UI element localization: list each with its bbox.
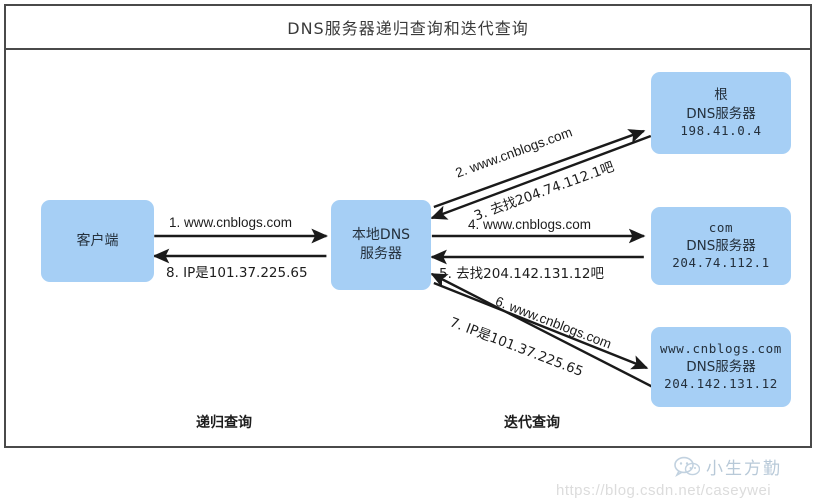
wechat-watermark-text: 小生方勤 [706, 459, 782, 479]
edge-label-4: 4. www.cnblogs.com [468, 217, 592, 232]
edge-label-5: 5. 去找204.142.131.12吧 [439, 266, 605, 282]
diagram-canvas: 客户端 本地DNS 服务器 根 DNS服务器 198.41.0.4 com DN… [6, 50, 810, 499]
node-local-dns-line-1: 服务器 [360, 246, 402, 262]
diagram-title-bar: DNS服务器递归查询和迭代查询 [6, 6, 810, 50]
node-client-line-0: 客户端 [76, 232, 119, 249]
arrow-3 [430, 134, 652, 220]
edge-label-8: 8. IP是101.37.225.65 [166, 265, 308, 281]
node-root-dns-ip: 198.41.0.4 [680, 122, 762, 138]
arrow-7 [430, 272, 656, 390]
diagram-frame: DNS服务器递归查询和迭代查询 [4, 4, 812, 499]
node-auth-dns-line-0: www.cnblogs.com [660, 341, 782, 357]
edge-label-1: 1. www.cnblogs.com [169, 215, 293, 230]
node-local-dns-server[interactable]: 本地DNS 服务器 [331, 200, 431, 290]
node-authoritative-dns-server[interactable]: www.cnblogs.com DNS服务器 204.142.131.12 [651, 327, 791, 407]
node-com-dns-line-0: com [708, 220, 734, 236]
wechat-icon [674, 456, 700, 477]
node-client[interactable]: 客户端 [41, 200, 154, 282]
node-root-dns-line-0: 根 [714, 87, 728, 104]
node-auth-dns-line-1: DNS服务器 [686, 358, 756, 375]
url-watermark: https://blog.csdn.net/caseywei [556, 482, 772, 499]
arrow-layer [152, 129, 656, 390]
node-com-dns-line-1: DNS服务器 [686, 237, 756, 254]
arrow-2 [433, 129, 646, 209]
wechat-watermark: 小生方勤 [674, 454, 782, 479]
node-com-dns-ip: 204.74.112.1 [672, 255, 770, 271]
section-label-iterative-query: 迭代查询 [504, 415, 560, 431]
node-root-dns-line-1: DNS服务器 [686, 105, 756, 122]
arrow-6 [433, 281, 649, 370]
node-root-dns-server[interactable]: 根 DNS服务器 198.41.0.4 [651, 72, 791, 154]
node-local-dns-line-0: 本地DNS [351, 227, 411, 244]
section-label-recursive-query: 递归查询 [196, 415, 252, 431]
node-auth-dns-ip: 204.142.131.12 [664, 376, 778, 392]
node-com-dns-server[interactable]: com DNS服务器 204.74.112.1 [651, 207, 791, 285]
page-title: DNS服务器递归查询和迭代查询 [287, 19, 529, 38]
